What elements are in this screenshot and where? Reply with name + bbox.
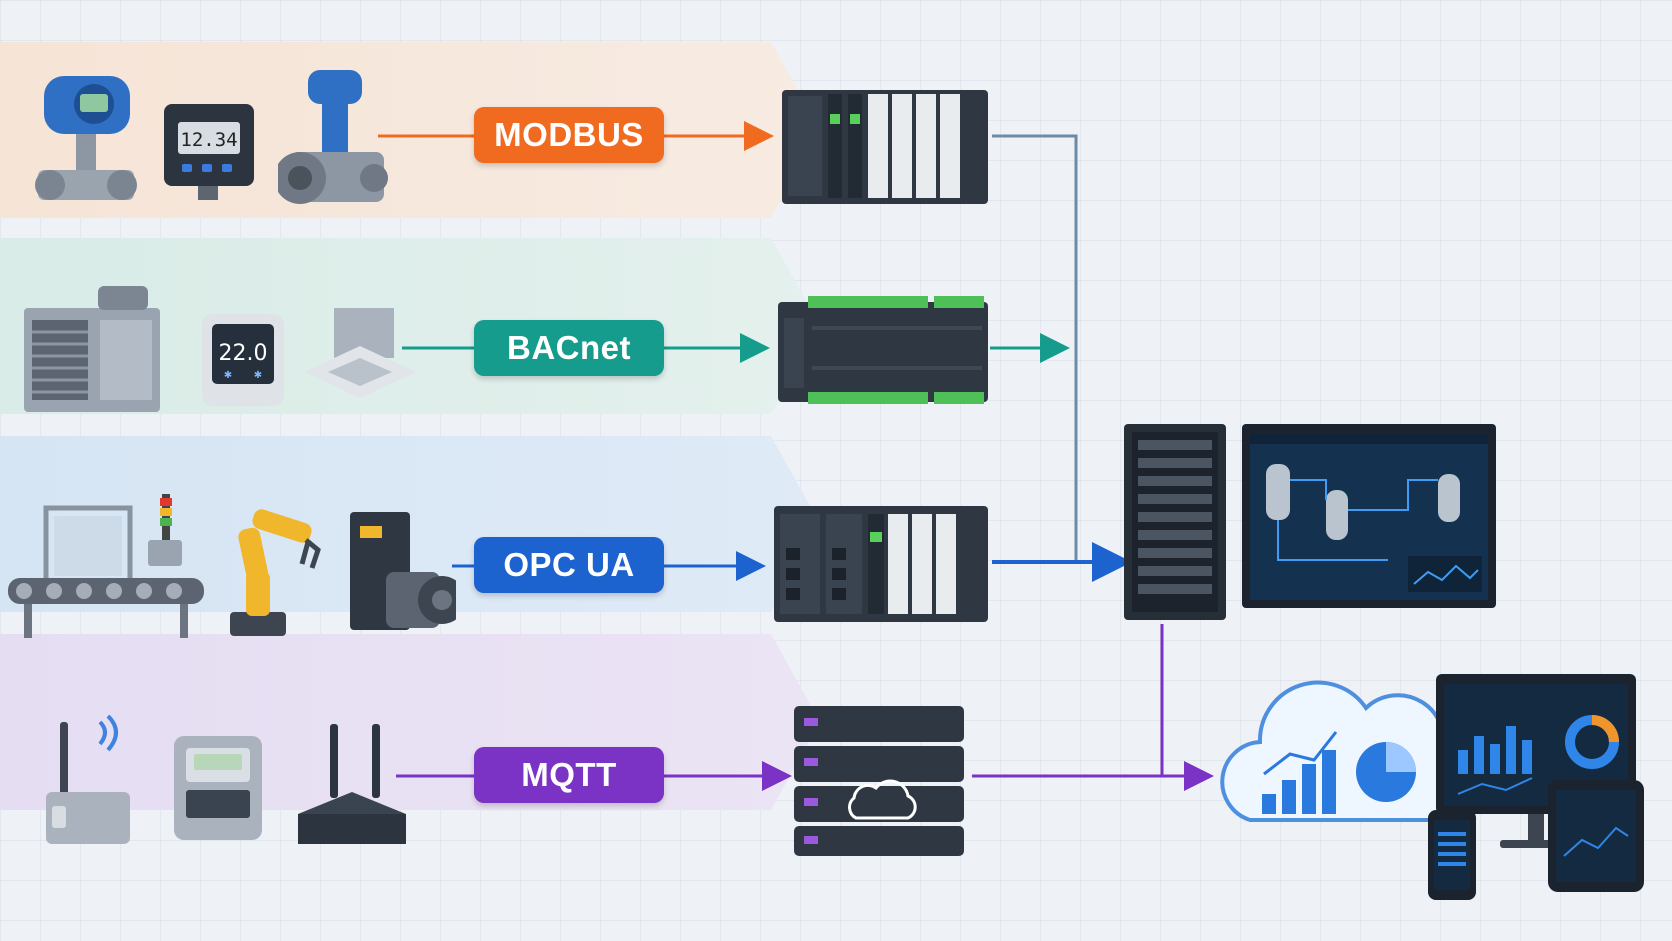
ceiling-diffuser-icon (304, 308, 416, 398)
bacnet-controller-icon (778, 296, 988, 404)
iot-gateway-icon (298, 724, 406, 844)
scada-monitor-icon (1242, 424, 1496, 608)
opcua-label: OPC UA (474, 537, 664, 593)
energy-meter-icon (174, 736, 262, 840)
meter-display: 12.34 (180, 129, 237, 151)
bacnet-label: BACnet (474, 320, 664, 376)
phone-icon (1428, 810, 1476, 900)
mqtt-label: MQTT (474, 747, 664, 803)
tablet-icon (1548, 780, 1644, 892)
hvac-unit-icon (24, 286, 160, 412)
mqtt-broker-icon (794, 706, 964, 856)
conveyor-icon (8, 494, 204, 638)
thermostat-icon: 22.0 ✱ ✱ (202, 314, 284, 406)
panel-meter-icon: 12.34 (164, 104, 254, 200)
modbus-label: MODBUS (474, 107, 664, 163)
wireless-sensor-icon (46, 714, 130, 844)
robot-arm-icon (230, 509, 321, 636)
svg-text:✱: ✱ (224, 370, 232, 381)
pressure-transmitter-icon (35, 76, 137, 200)
motor-drive-icon (350, 512, 456, 630)
server-rack-icon (1124, 424, 1226, 620)
modbus-band (0, 42, 820, 218)
svg-text:✱: ✱ (254, 370, 262, 381)
flow-meter-icon (278, 70, 388, 204)
thermostat-display: 22.0 (219, 341, 268, 366)
plc-icon (782, 90, 988, 204)
opc-plc-icon (774, 506, 988, 622)
plc-to-server-line (992, 134, 1078, 560)
cloud-analytics-icon (1220, 680, 1460, 822)
mqtt-band (0, 634, 820, 810)
